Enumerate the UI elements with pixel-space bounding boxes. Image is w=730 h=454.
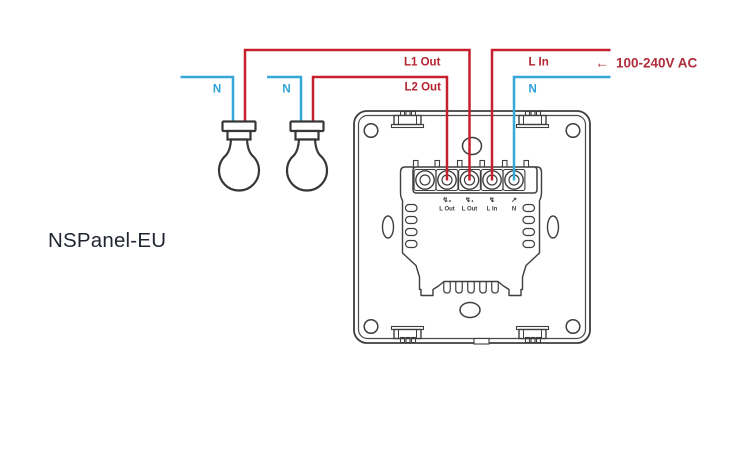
panel-inner-frame: [357, 114, 587, 340]
oval-hole-bottom-icon: [459, 301, 481, 319]
neutral-wire-supply: [512, 75, 611, 181]
nspanel-back-panel: ↯₂ L Out ↯₁ L Out ↯ L In ↗ N: [353, 110, 591, 345]
bottom-edge-notch: [473, 337, 490, 345]
light-bulb-1: [217, 120, 261, 192]
device-name-label: NSPanel-EU: [48, 229, 167, 252]
module-ribs-right: [522, 203, 536, 249]
l1-out-label: L1 Out: [404, 57, 441, 69]
mounting-clip-top-right: [515, 110, 550, 129]
bulb1-glass: [217, 138, 261, 192]
screw-hole-top-right-icon: [565, 122, 581, 139]
panel-outer-frame: [353, 110, 591, 344]
module-outline: [399, 166, 543, 297]
module-bottom-slots: [443, 281, 499, 294]
terminal-l-in-label: L In: [487, 207, 498, 213]
supply-voltage-label: 100-240V AC: [616, 56, 698, 71]
l-in-label: L In: [529, 57, 549, 69]
bulb1-neutral-label: N: [213, 84, 221, 96]
relay-module: ↯₂ L Out ↯₁ L Out ↯ L In ↗ N: [399, 159, 543, 297]
neutral-wire-bulb2: [267, 75, 303, 123]
l2-out-label: L2 Out: [405, 82, 442, 94]
terminal-l1-out-symbol: ↯₁: [465, 196, 474, 204]
bulb2-socket-cap: [289, 120, 325, 133]
live-wire-l2-out: [311, 75, 449, 181]
terminal-l2-out-label: L Out: [439, 207, 455, 213]
mounting-clip-bottom-right: [515, 325, 550, 344]
supply-neutral-label: N: [529, 84, 537, 96]
bulb2-socket-collar: [294, 129, 320, 141]
mounting-clip-top-left: [390, 110, 425, 129]
terminal-neutral-symbol: ↗: [511, 197, 517, 204]
live-wire-l1-out: [243, 48, 471, 181]
bulb1-socket-collar: [226, 129, 252, 141]
bulb2-glass: [285, 138, 329, 192]
screw-hole-top-left-icon: [363, 122, 379, 139]
oval-hole-top-icon: [461, 136, 483, 156]
module-ribs-left: [404, 203, 418, 249]
terminal-l1-out-label: L Out: [462, 207, 478, 213]
mounting-clip-bottom-left: [390, 325, 425, 344]
terminal-block: ↯₂ L Out ↯₁ L Out ↯ L In ↗ N: [412, 159, 538, 213]
terminal-l2-out-symbol: ↯₂: [443, 196, 452, 204]
terminal-l-in-symbol: ↯: [489, 196, 495, 204]
live-wire-l-in: [490, 48, 611, 181]
screw-hole-bottom-left-icon: [363, 318, 379, 335]
neutral-wire-bulb1: [180, 75, 235, 123]
screw-hole-bottom-right-icon: [565, 318, 581, 335]
bulb1-socket-cap: [221, 120, 257, 133]
supply-arrow-icon: ←: [595, 55, 609, 71]
light-bulb-2: [285, 120, 329, 192]
terminal-neutral-label: N: [512, 207, 516, 213]
slot-hole-right-icon: [546, 215, 560, 239]
bulb2-neutral-label: N: [282, 84, 290, 96]
slot-hole-left-icon: [381, 215, 395, 239]
